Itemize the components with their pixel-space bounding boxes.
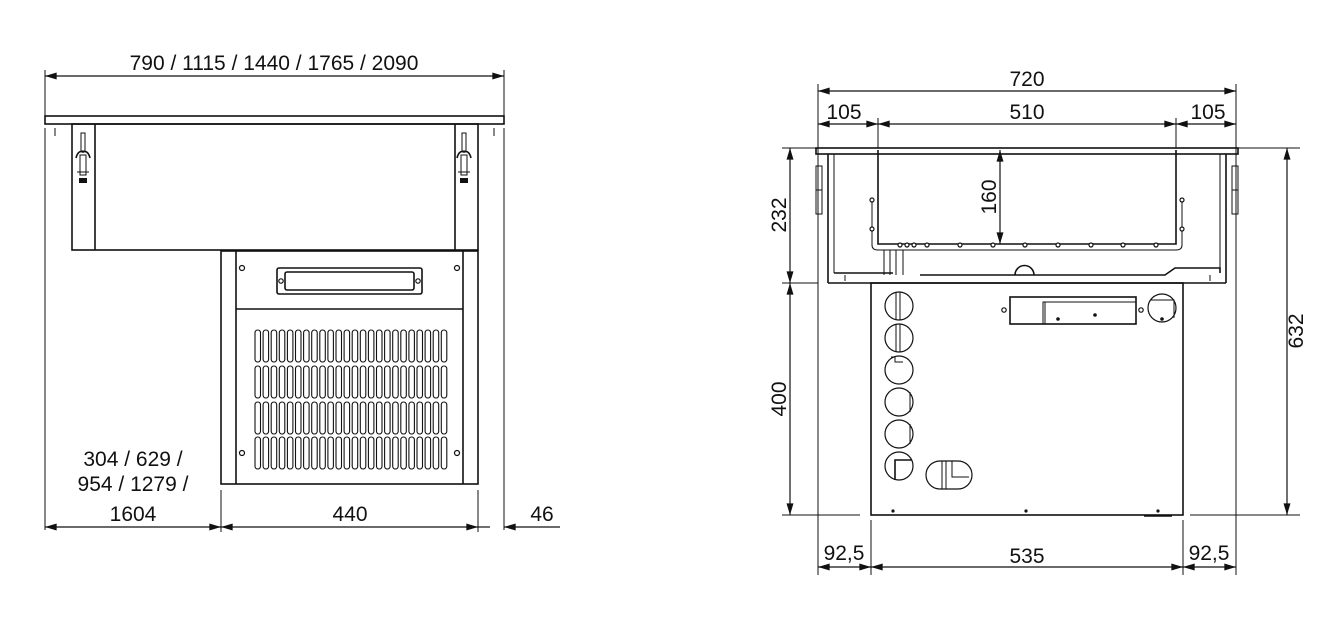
label-basin-width: 510: [1009, 101, 1044, 124]
vent-grille: [254, 329, 448, 470]
label-upper-height: 232: [768, 197, 791, 232]
basin-body: [71, 123, 479, 251]
top-plate: [44, 115, 505, 125]
label-total-height: 632: [1285, 313, 1308, 348]
latch-icon: [75, 132, 91, 183]
label-left-offset-1: 304 / 629 /: [83, 448, 182, 471]
compressor-housing: [870, 282, 1184, 517]
dim-bottom: 304 / 629 / 954 / 1279 / 1604 440 46: [45, 448, 560, 532]
label-left-offset-2: 954 / 1279 /: [78, 473, 189, 496]
tank-section: 160: [815, 147, 1239, 284]
label-bottom-left: 92,5: [824, 542, 865, 565]
label-unit-width: 440: [332, 503, 367, 526]
dim-left-vertical: 232 400: [768, 148, 819, 575]
refrigeration-unit: [220, 250, 479, 485]
handle-plate: [276, 267, 423, 295]
dim-top: 720 105 510 105: [817, 68, 1237, 148]
dim-side-bottom: 92,5 535 92,5: [818, 520, 1237, 575]
front-view: 790 / 1115 / 1440 / 1765 / 2090: [44, 52, 560, 532]
label-left-offset-3: 1604: [110, 503, 157, 526]
label-left-margin: 105: [826, 101, 861, 124]
dim-overall-width: 790 / 1115 / 1440 / 1765 / 2090: [44, 52, 505, 120]
control-box: [1009, 296, 1137, 325]
label-overall-width: 790 / 1115 / 1440 / 1765 / 2090: [130, 52, 419, 75]
label-basin-depth: 160: [978, 179, 1001, 214]
label-lower-height: 400: [768, 381, 791, 416]
label-right-margin: 105: [1190, 101, 1225, 124]
label-bottom-center: 535: [1009, 545, 1044, 568]
label-side-overall-width: 720: [1009, 68, 1044, 91]
label-right-offset: 46: [530, 503, 553, 526]
dim-right-vertical: 632: [1235, 148, 1308, 575]
label-bottom-right: 92,5: [1189, 542, 1230, 565]
side-view: 720 105 510 105: [768, 68, 1308, 575]
latch-icon: [456, 132, 472, 183]
